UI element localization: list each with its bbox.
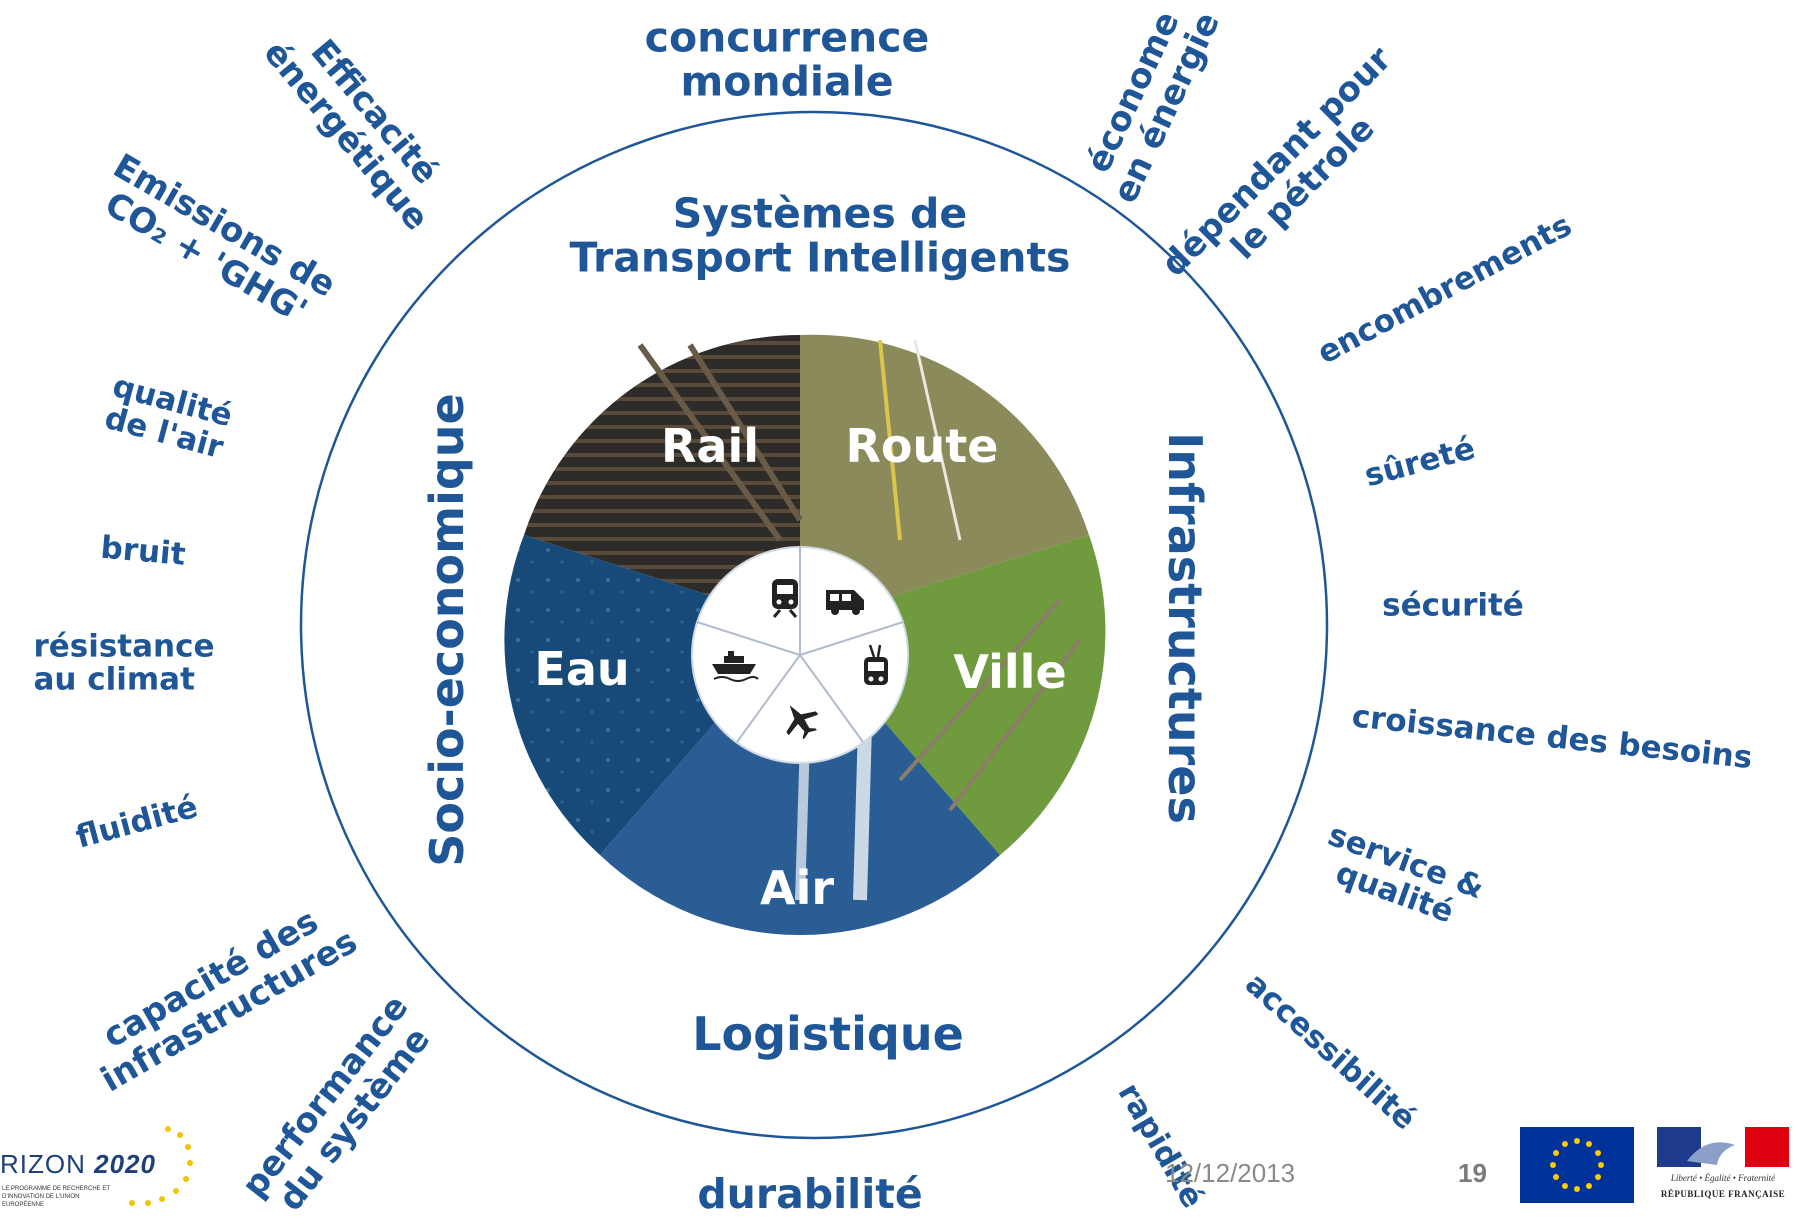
label-concurrence-line-2: mondiale bbox=[680, 58, 894, 106]
ship-icon bbox=[712, 651, 759, 682]
segment-label-ville: Ville bbox=[953, 645, 1066, 699]
label-bruit: bruit bbox=[99, 529, 187, 573]
eu-stars-icon bbox=[1550, 1138, 1604, 1192]
airplane-icon bbox=[786, 705, 819, 740]
logistique-label: Logistique bbox=[692, 1007, 964, 1062]
label-durabilite: durabilité bbox=[697, 1169, 923, 1218]
segment-label-rail: Rail bbox=[661, 419, 759, 473]
label-securite: sécurité bbox=[1382, 587, 1524, 624]
label-resistance-climat: résistance au climat bbox=[33, 628, 215, 698]
h2020-subtitle: LE PROGRAMME DE RECHERCHE ET D'INNOVATIO… bbox=[2, 1186, 110, 1208]
h2020-stars-icon bbox=[129, 1126, 193, 1206]
label-concurrence-mondiale: concurrence mondiale bbox=[644, 13, 930, 106]
trolleybus-icon bbox=[864, 644, 888, 685]
h2020-title: RIZON 2020 bbox=[0, 1149, 156, 1179]
horizon-2020-logo: RIZON 2020 LE PROGRAMME DE RECHERCHE ET … bbox=[0, 1115, 200, 1225]
its-title-line-2: Transport Intelligents bbox=[569, 234, 1071, 282]
footer-date: 12/12/2013 bbox=[1165, 1158, 1296, 1188]
train-icon bbox=[772, 579, 798, 618]
outer-ring bbox=[299, 110, 1329, 1140]
its-title: Systèmes de Transport Intelligents bbox=[569, 189, 1071, 282]
infrastructures-label: Infrastructures bbox=[1157, 432, 1212, 824]
label-resistance-line-2: au climat bbox=[33, 662, 195, 698]
segment-label-route: Route bbox=[846, 419, 999, 473]
rf-motto: Liberté • Égalité • Fraternité bbox=[1670, 1173, 1776, 1183]
van-icon bbox=[826, 590, 864, 615]
segment-route bbox=[800, 334, 1089, 625]
marianne-icon bbox=[1657, 1127, 1789, 1167]
rf-name: RÉPUBLIQUE FRANÇAISE bbox=[1660, 1189, 1786, 1199]
socio-economique-label: Socio-economique bbox=[420, 393, 475, 867]
segment-label-air: Air bbox=[760, 861, 834, 915]
label-resistance-line-1: résistance bbox=[33, 628, 215, 665]
page-number: 19 bbox=[1458, 1158, 1487, 1188]
eu-flag-logo bbox=[1520, 1127, 1634, 1203]
its-title-line-1: Systèmes de bbox=[672, 189, 968, 238]
segment-label-eau: Eau bbox=[534, 642, 629, 696]
republique-francaise-logo: Liberté • Égalité • Fraternité RÉPUBLIQU… bbox=[1657, 1125, 1789, 1205]
label-concurrence-line-1: concurrence bbox=[644, 13, 930, 62]
